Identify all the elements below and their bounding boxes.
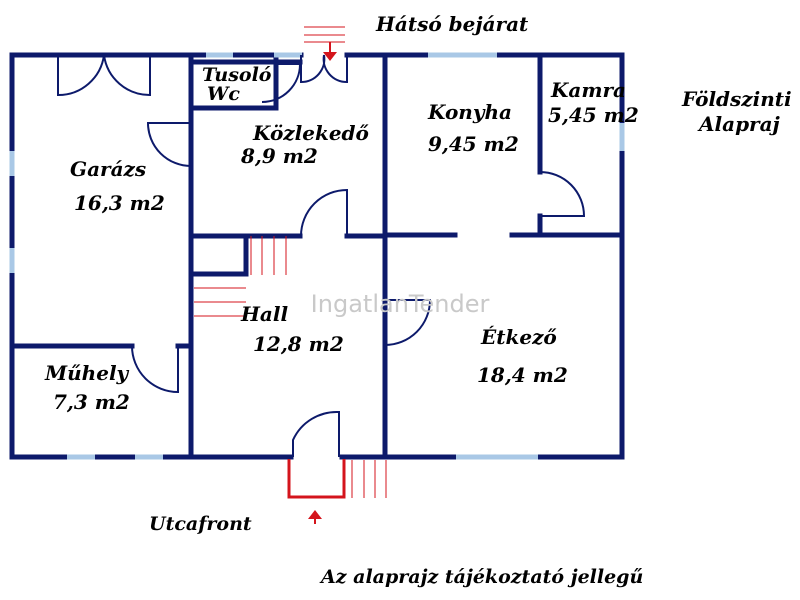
room-hall-name: Hall [240, 302, 288, 326]
room-kitchen-area: 9,45 m2 [428, 132, 519, 156]
stairs-hall-horizontal [194, 287, 246, 317]
room-wc-name: Wc [207, 83, 240, 105]
stairs [194, 26, 387, 498]
room-corridor-name: Közlekedő [252, 121, 370, 145]
room-dining-name: Étkező [480, 325, 557, 349]
wall-stair-box [188, 233, 249, 277]
room-kitchen-name: Konyha [427, 100, 512, 124]
room-hall-area: 12,8 m2 [253, 332, 344, 356]
room-workshop-area: 7,3 m2 [53, 390, 130, 414]
room-corridor-area: 8,9 m2 [240, 144, 318, 168]
front-arrow-head-icon [308, 510, 322, 519]
room-dining-area: 18,4 m2 [477, 363, 568, 387]
room-pantry-name: Kamra [550, 78, 626, 102]
disclaimer: Az alaprajz tájékoztató jellegű [319, 566, 643, 588]
door-front [292, 410, 340, 457]
door-corridor-hall [300, 188, 348, 237]
door-garage-right [103, 54, 151, 97]
door-rear-left [300, 54, 326, 84]
entrance-markers [287, 42, 346, 524]
door-hall-dining [384, 299, 432, 346]
doors [57, 54, 586, 457]
stairs-front [351, 460, 387, 498]
plan-title-line1: Földszinti [681, 87, 792, 111]
room-labels: Hátsó bejárat Utcafront Az alaprajz tájé… [44, 12, 792, 588]
door-workshop [131, 345, 179, 394]
room-shower-name: Tusoló [202, 64, 272, 86]
front-porch [287, 459, 346, 499]
rear-arrow-head-icon [323, 52, 337, 61]
door-garage-corridor [146, 122, 192, 167]
stairs-hall-vertical [250, 236, 287, 275]
rear-entrance-label: Hátsó bejárat [375, 12, 529, 36]
door-rear-right [322, 54, 348, 84]
front-entrance-label: Utcafront [149, 513, 252, 535]
room-garage-name: Garázs [70, 157, 146, 181]
watermark: IngatlanTender [311, 290, 490, 318]
room-garage-area: 16,3 m2 [74, 191, 165, 215]
room-workshop-name: Műhely [44, 361, 130, 385]
door-garage-left [57, 54, 105, 97]
windows [9, 52, 625, 460]
room-pantry-area: 5,45 m2 [548, 103, 639, 127]
door-pantry [539, 171, 586, 217]
door-wc [261, 63, 302, 103]
stairs-rear [304, 26, 345, 43]
plan-title-line2: Alapraj [697, 112, 781, 136]
